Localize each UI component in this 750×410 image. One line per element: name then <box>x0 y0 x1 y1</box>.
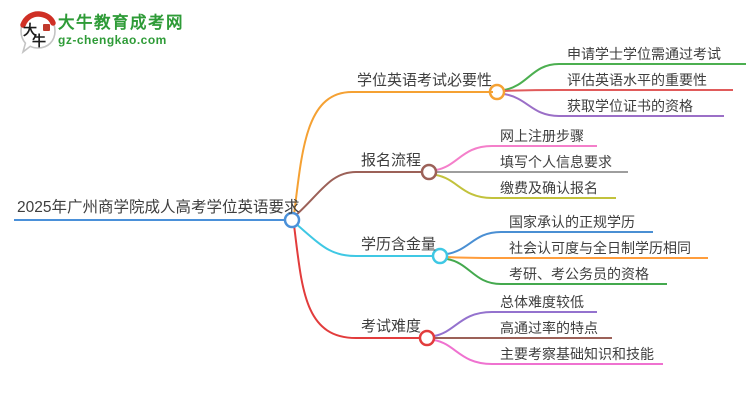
child-curve <box>503 93 560 117</box>
branch-curve <box>293 91 353 216</box>
leaf-topic: 评估英语水平的重要性 <box>559 71 733 91</box>
mindmap-root-topic: 2025年广州商学院成人高考学位英语要求 <box>14 198 299 221</box>
leaf-topic: 国家承认的正规学历 <box>501 213 653 233</box>
child-curve <box>433 339 493 365</box>
child-curve <box>435 174 493 199</box>
svg-text:大: 大 <box>23 22 37 39</box>
leaf-topic: 获取学位证书的资格 <box>559 97 724 117</box>
leaf-topic: 主要考察基础知识和技能 <box>492 345 663 365</box>
branch-node-circle <box>431 247 449 265</box>
root-node-circle <box>283 211 301 229</box>
leaf-topic: 总体难度较低 <box>492 293 597 313</box>
branch-curve <box>294 222 357 257</box>
site-name: 大牛教育成考网 <box>58 14 184 32</box>
leaf-topic: 填写个人信息要求 <box>492 153 628 173</box>
branch-topic-difficulty: 考试难度 <box>356 318 421 339</box>
child-curve <box>435 145 493 171</box>
child-curve <box>433 311 493 337</box>
leaf-topic: 申请学士学位需通过考试 <box>559 45 746 65</box>
child-curve <box>446 258 502 285</box>
site-logo: 大 牛 大牛教育成考网 gz-chengkao.com <box>16 10 246 62</box>
branch-curve <box>293 224 357 339</box>
branch-topic-registration: 报名流程 <box>356 152 422 173</box>
site-domain: gz-chengkao.com <box>58 33 167 47</box>
leaf-topic: 考研、考公务员的资格 <box>501 265 667 285</box>
leaf-topic: 缴费及确认报名 <box>492 179 616 199</box>
branch-node-circle <box>420 163 438 181</box>
svg-text:牛: 牛 <box>32 33 46 50</box>
leaf-topic: 高通过率的特点 <box>492 319 612 339</box>
leaf-topic: 社会认可度与全日制学历相同 <box>501 239 708 259</box>
branch-curve <box>294 171 357 217</box>
leaf-topic: 网上注册步骤 <box>492 127 597 147</box>
child-curve <box>503 63 560 91</box>
branch-node-circle <box>418 329 436 347</box>
child-curve <box>446 256 502 259</box>
branch-topic-necessity: 学位英语考试必要性 <box>352 72 493 93</box>
dainiu-logo-icon: 大 牛 <box>20 11 56 55</box>
branch-topic-degree-value: 学历含金量 <box>356 236 436 257</box>
child-curve <box>446 231 502 255</box>
child-curve <box>503 89 560 92</box>
